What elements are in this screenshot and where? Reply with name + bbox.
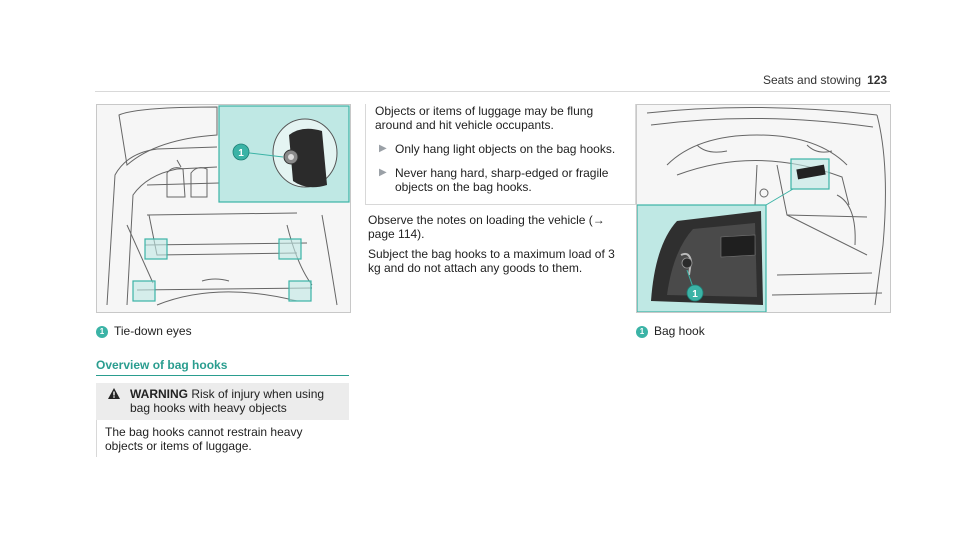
warning-label: WARNING: [130, 387, 188, 401]
header-rule: [95, 91, 890, 92]
list-item: ▶ Never hang hard, sharp-edged or fragil…: [375, 166, 627, 194]
tie-down-eye-marker: [132, 280, 156, 302]
arrow-bullet-icon: ▶: [379, 143, 387, 154]
tie-down-eye-marker: [288, 280, 312, 302]
figure1-caption: 1 Tie-down eyes: [96, 324, 192, 338]
warning-triangle-icon: [108, 388, 120, 399]
warning-continuation: Objects or items of luggage may be flung…: [365, 104, 636, 205]
bullet-text: Never hang hard, sharp-edged or fragile …: [395, 166, 609, 194]
callout-badge: 1: [96, 325, 108, 338]
warning-header: WARNING Risk of injury when using bag ho…: [96, 383, 349, 420]
svg-text:1: 1: [238, 148, 244, 159]
body-text: Observe the notes on loading the vehicle…: [368, 213, 623, 281]
bullet-text: Only hang light objects on the bag hooks…: [395, 142, 616, 156]
luggage-compartment-illustration: 1: [637, 105, 890, 312]
callout-1-marker: 1: [686, 284, 704, 302]
svg-text:1: 1: [692, 289, 698, 300]
page-number: 123: [867, 73, 888, 87]
max-load-paragraph: Subject the bag hooks to a maximum load …: [368, 247, 615, 275]
tie-down-eyes-figure: 1: [96, 104, 351, 313]
tie-down-eye-marker: [278, 238, 302, 260]
tie-down-eye-detail: [240, 118, 338, 188]
warning-box: WARNING Risk of injury when using bag ho…: [96, 383, 349, 457]
bag-hook-detail: [651, 211, 763, 305]
figure2-caption-text: Bag hook: [654, 324, 705, 338]
figure2-caption: 1 Bag hook: [636, 324, 705, 338]
loading-notes-paragraph: Observe the notes on loading the vehicle…: [368, 213, 605, 241]
bag-hook-figure: 1: [636, 104, 891, 313]
warning-title: Risk of injury when using bag hooks with…: [130, 387, 325, 415]
arrow-bullet-icon: ▶: [379, 167, 387, 178]
callout-1-marker: 1: [232, 143, 250, 161]
running-header: Seats and stowing 123: [763, 73, 887, 87]
callout-badge: 1: [636, 325, 648, 338]
warning-body: The bag hooks cannot restrain heavy obje…: [96, 420, 349, 457]
hook-highlight-box: [790, 158, 830, 190]
tailgate-illustration: 1: [97, 105, 350, 312]
warning-intro: Objects or items of luggage may be flung…: [375, 104, 594, 132]
tie-down-eye-marker: [144, 238, 168, 260]
figure1-caption-text: Tie-down eyes: [114, 324, 192, 338]
section-heading: Overview of bag hooks: [96, 358, 349, 376]
section-name: Seats and stowing: [763, 73, 862, 87]
list-item: ▶ Only hang light objects on the bag hoo…: [375, 142, 627, 156]
